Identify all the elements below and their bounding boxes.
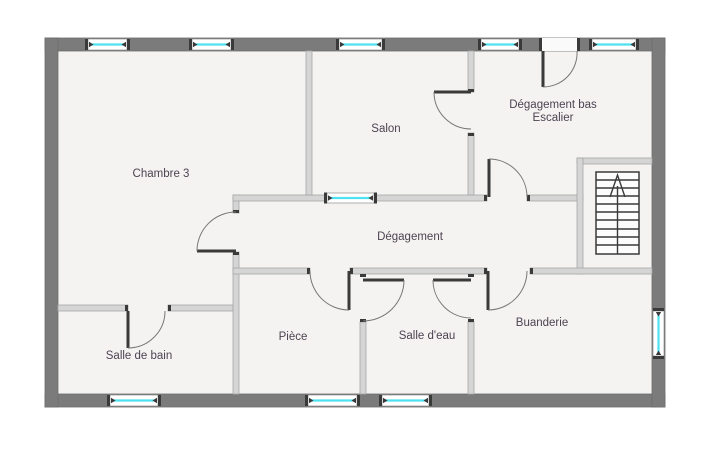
- room-label-buanderie[interactable]: Buanderie: [516, 317, 568, 329]
- door-corridor-to-degagement-bas[interactable]: [484, 158, 530, 201]
- wall-stairwell-north: [576, 157, 653, 165]
- door-chambre-3[interactable]: [196, 210, 239, 255]
- door-salledeau-west[interactable]: [360, 274, 405, 322]
- room-label-degagement-bas[interactable]: Dégagement bas: [509, 99, 597, 111]
- wall-exterior-left: [44, 37, 59, 408]
- door-entrance[interactable]: [541, 50, 578, 88]
- window-interior-corridor[interactable]: [324, 192, 377, 204]
- window-top-2[interactable]: [189, 38, 234, 51]
- entrance-jamb-right: [577, 38, 580, 51]
- wall-salledebain-north-right: [167, 304, 234, 312]
- window-bottom-2[interactable]: [305, 394, 360, 407]
- entrance-jamb-left: [539, 38, 542, 51]
- room-label-escalier[interactable]: Escalier: [533, 112, 574, 124]
- room-label-degagement[interactable]: Dégagement: [377, 231, 444, 243]
- wall-chambre3-salon: [305, 50, 313, 196]
- window-top-3[interactable]: [336, 38, 385, 51]
- door-salledeau-east[interactable]: [432, 274, 474, 322]
- room-label-salle-de-bain[interactable]: Salle de bain: [106, 350, 173, 362]
- entrance-opening: [542, 38, 577, 51]
- room-label-salle-deau[interactable]: Salle d'eau: [399, 330, 456, 342]
- wall-stairwell-west: [576, 157, 584, 275]
- window-top-1[interactable]: [85, 38, 130, 51]
- stairs-up-arrow-icon: [609, 172, 626, 254]
- wall-corridor-south-1: [232, 267, 311, 275]
- window-top-5[interactable]: [589, 38, 639, 51]
- window-right-1[interactable]: [652, 308, 665, 359]
- door-salon[interactable]: [433, 89, 474, 136]
- window-bottom-3[interactable]: [379, 394, 432, 407]
- window-top-4[interactable]: [478, 38, 522, 51]
- wall-salledebain-north-left: [57, 304, 129, 312]
- door-salle-de-bain[interactable]: [125, 305, 171, 349]
- wall-corridor-south-3: [529, 267, 653, 275]
- room-label-piece[interactable]: Pièce: [279, 331, 308, 343]
- door-piece[interactable]: [307, 268, 353, 311]
- door-buanderie[interactable]: [484, 268, 533, 311]
- wall-corridor-north-right: [526, 194, 584, 202]
- wall-salon-degagementbas-lower: [467, 132, 475, 196]
- wall-salon-degagementbas-upper: [467, 50, 475, 93]
- wall-piece-salledeau: [359, 321, 367, 395]
- wall-salledeau-buanderie: [467, 321, 475, 395]
- room-label-salon[interactable]: Salon: [371, 123, 400, 135]
- wall-corridor-south-2: [349, 267, 488, 275]
- room-label-chambre-3[interactable]: Chambre 3: [133, 168, 190, 180]
- staircase[interactable]: [595, 171, 640, 255]
- window-bottom-1[interactable]: [107, 394, 161, 407]
- floor-area: [51, 45, 659, 401]
